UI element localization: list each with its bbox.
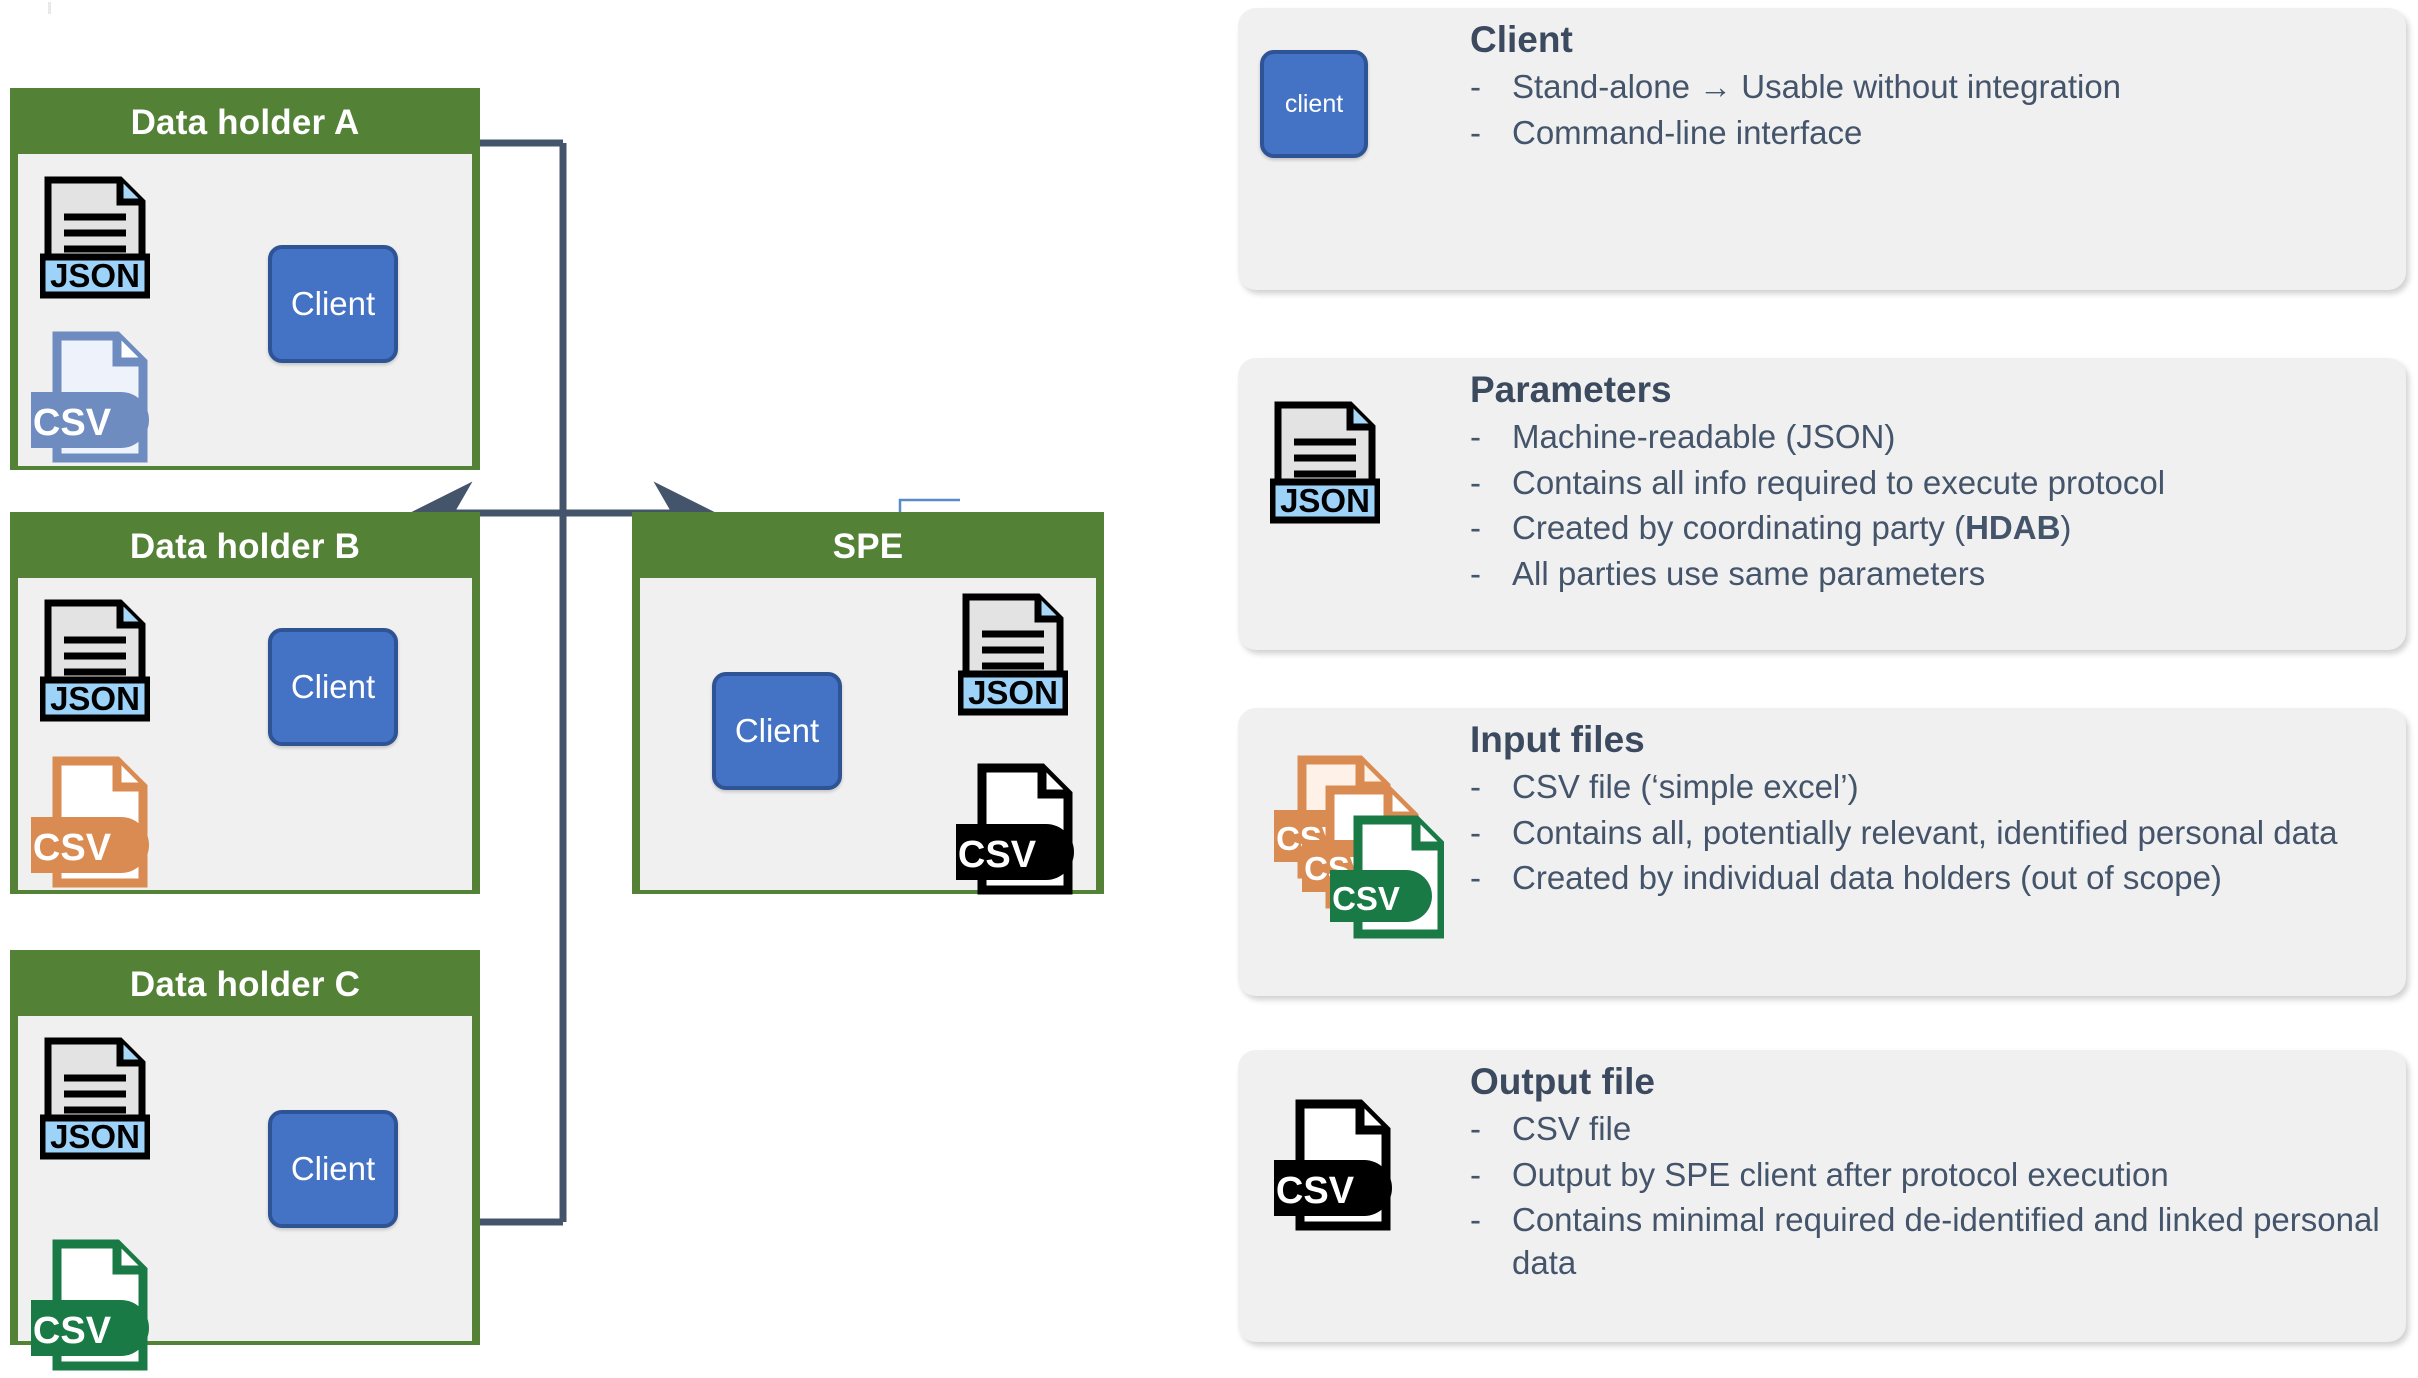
csv-file-icon-a: CSV — [25, 330, 155, 470]
list-item: - Created by coordinating party (HDAB) — [1470, 507, 2392, 550]
json-icon-label-legend: JSON — [1280, 482, 1370, 519]
legend-panel-client: client Client - Stand-alone → Usable wit… — [1238, 8, 2406, 290]
bullet-text-bold: HDAB — [1965, 509, 2061, 547]
bullet-dash: - — [1470, 113, 1481, 151]
json-file-icon-c: JSON — [38, 1036, 152, 1166]
bullet-dash: - — [1470, 1155, 1481, 1193]
group-title-spe: SPE — [636, 516, 1100, 578]
client-box-b[interactable]: Client — [268, 628, 398, 746]
json-file-icon-legend: JSON — [1268, 400, 1382, 530]
list-item: - CSV file (‘simple excel’) — [1470, 766, 2392, 809]
group-title-b: Data holder B — [14, 516, 476, 578]
json-file-icon-spe: JSON — [956, 592, 1070, 722]
legend-title-client: Client — [1470, 19, 1573, 60]
bullet-text-hdab: Created by coordinating party (HDAB) — [1512, 507, 2392, 550]
legend-panel-output-file: CSV Output file - CSV file - Output by S… — [1238, 1050, 2406, 1342]
legend-title-output-file: Output file — [1470, 1061, 1655, 1102]
json-file-icon-b: JSON — [38, 598, 152, 728]
bullet-text: Machine-readable (JSON) — [1512, 417, 1896, 455]
bullet-text: All parties use same parameters — [1512, 555, 1986, 593]
client-box-c[interactable]: Client — [268, 1110, 398, 1228]
group-title-c: Data holder C — [14, 954, 476, 1016]
list-item: - Command-line interface — [1470, 112, 2392, 155]
list-item: - Machine-readable (JSON) — [1470, 416, 2392, 459]
bullet-text: Contains all, potentially relevant, iden… — [1512, 813, 2338, 851]
csv-stack-icon-label: CSV — [1332, 880, 1400, 917]
bullet-dash: - — [1470, 67, 1481, 105]
bullet-dash: - — [1470, 509, 1481, 547]
bullet-text: Stand-alone → Usable without integration — [1512, 67, 2122, 105]
bullet-text-pre: Created by coordinating party ( — [1512, 509, 1966, 547]
list-item: - CSV file — [1470, 1108, 2392, 1151]
architecture-diagram: Data holder A JSON CSV Client Data holde… — [0, 0, 1190, 1371]
csv-file-icon-c: CSV — [25, 1238, 155, 1378]
bullet-text: Output by SPE client after protocol exec… — [1512, 1155, 2169, 1193]
legend-panel-input-files: CSV CSV CSV Input files — [1238, 708, 2406, 996]
bullet-dash: - — [1470, 767, 1481, 805]
csv-file-icon-legend: CSV — [1268, 1098, 1398, 1238]
bullet-text: CSV file (‘simple excel’) — [1512, 767, 1859, 805]
list-item: - Contains all, potentially relevant, id… — [1470, 812, 2392, 855]
bullet-dash: - — [1470, 813, 1481, 851]
legend-bullets-input-files: - CSV file (‘simple excel’) - Contains a… — [1470, 766, 2392, 901]
list-item: - All parties use same parameters — [1470, 553, 2392, 596]
group-title-a: Data holder A — [14, 92, 476, 154]
bullet-dash: - — [1470, 1201, 1481, 1239]
legend-text-output-file: Output file - CSV file - Output by SPE c… — [1470, 1060, 2392, 1288]
scan-artifact — [48, 2, 51, 14]
csv-icon-label-spe: CSV — [958, 834, 1037, 876]
json-icon-label-b: JSON — [50, 680, 140, 717]
json-icon-label-spe: JSON — [968, 674, 1058, 711]
legend-bullets-parameters: - Machine-readable (JSON) - Contains all… — [1470, 416, 2392, 597]
csv-file-icon-b: CSV — [25, 755, 155, 895]
list-item: - Created by individual data holders (ou… — [1470, 857, 2392, 900]
legend-title-parameters: Parameters — [1470, 369, 1672, 410]
list-item: - Stand-alone → Usable without integrati… — [1470, 66, 2392, 109]
client-icon-label: client — [1260, 50, 1368, 158]
legend-text-client: Client - Stand-alone → Usable without in… — [1470, 18, 2392, 157]
bullet-text: Contains minimal required de-identified … — [1512, 1201, 2380, 1282]
legend-bullets-client: - Stand-alone → Usable without integrati… — [1470, 66, 2392, 155]
bullet-text: Contains all info required to execute pr… — [1512, 463, 2166, 501]
csv-icon-label-c: CSV — [33, 1310, 112, 1352]
csv-icon-label-b: CSV — [33, 827, 112, 869]
json-icon-label-a: JSON — [50, 257, 140, 294]
list-item: - Contains all info required to execute … — [1470, 462, 2392, 505]
list-item: - Contains minimal required de-identifie… — [1470, 1199, 2392, 1285]
bullet-dash: - — [1470, 555, 1481, 593]
legend-title-input-files: Input files — [1470, 719, 1645, 760]
client-rounded-box-icon: client — [1260, 50, 1368, 158]
bullet-text-post: ) — [2060, 509, 2072, 547]
legend-bullets-output-file: - CSV file - Output by SPE client after … — [1470, 1108, 2392, 1286]
csv-file-stack-icon: CSV CSV CSV — [1264, 752, 1447, 947]
bullet-dash: - — [1470, 417, 1481, 455]
csv-file-icon-spe: CSV — [950, 762, 1080, 902]
legend-panel-parameters: JSON Parameters - Machine-readable (JSON… — [1238, 358, 2406, 650]
csv-icon-label-a: CSV — [33, 402, 112, 444]
legend-text-input-files: Input files - CSV file (‘simple excel’) … — [1470, 718, 2392, 903]
json-icon-label-c: JSON — [50, 1118, 140, 1155]
csv-icon-label-legend: CSV — [1276, 1170, 1355, 1212]
bullet-text: CSV file — [1512, 1109, 1632, 1147]
legend-panels: client Client - Stand-alone → Usable wit… — [1228, 0, 2418, 1351]
json-file-icon-a: JSON — [38, 175, 152, 305]
legend-text-parameters: Parameters - Machine-readable (JSON) - C… — [1470, 368, 2392, 599]
client-box-a[interactable]: Client — [268, 245, 398, 363]
bullet-text: Command-line interface — [1512, 113, 1863, 151]
bullet-dash: - — [1470, 463, 1481, 501]
bullet-dash: - — [1470, 1109, 1481, 1147]
bullet-text: Created by individual data holders (out … — [1512, 859, 2222, 897]
list-item: - Output by SPE client after protocol ex… — [1470, 1154, 2392, 1197]
bullet-dash: - — [1470, 859, 1481, 897]
client-box-spe[interactable]: Client — [712, 672, 842, 790]
